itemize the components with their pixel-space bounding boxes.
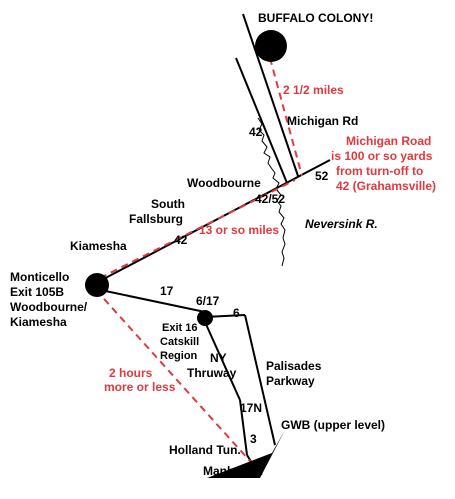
manhattan-label: Manhattan: [203, 464, 263, 478]
road-thruway: [204, 321, 241, 401]
palisades-label: Palisades: [266, 359, 322, 373]
south-label: South: [151, 197, 185, 211]
note-line-1: Michigan Road: [346, 134, 431, 148]
woodbourne-exit-label: Woodbourne/: [10, 300, 88, 314]
holland-tun-label: Holland Tun.: [169, 443, 241, 457]
distance-half-mile: 2 1/2 miles: [283, 83, 344, 97]
route-6-17-label: 6/17: [196, 294, 220, 308]
note-line-2: is 100 or so yards: [331, 149, 433, 163]
woodbourne-label: Woodbourne: [187, 176, 261, 190]
route-52-label: 52: [315, 169, 329, 183]
route-dashed: [95, 57, 303, 471]
route-segment-2hours: [95, 289, 259, 471]
road-palisades-pkwy: [244, 314, 276, 446]
exit-16-dot: [197, 310, 213, 326]
note-line-4: 42 (Grahamsville): [336, 179, 436, 193]
ny-label: NY: [210, 351, 227, 365]
route-17n-label: 17N: [240, 401, 262, 415]
road-42-north-b: [235, 57, 288, 184]
michigan-rd-label: Michigan Rd: [287, 114, 358, 128]
exit-16-label: Exit 16: [162, 322, 197, 334]
route-17-label: 17: [160, 284, 174, 298]
kiamesha-label: Kiamesha: [70, 239, 127, 253]
route-segment-13mi: [99, 179, 296, 279]
buffalo-colony-dot: [255, 30, 287, 62]
route-42-52-label: 42/52: [255, 192, 285, 206]
distance-2-hours: 2 hours: [109, 366, 153, 380]
neversink-label: Neversink R.: [305, 217, 378, 231]
road-42-north-a: [242, 13, 299, 177]
road-17: [95, 288, 206, 313]
route-42-lower-label: 42: [174, 233, 188, 247]
route-segment-colony: [269, 57, 303, 177]
distance-13-miles: 13 or so miles: [199, 223, 279, 237]
buffalo-colony-label: BUFFALO COLONY!: [258, 11, 373, 25]
thruway-label: Thruway: [187, 366, 237, 380]
manhattan-wedge: [207, 430, 285, 478]
route-6-label: 6: [233, 306, 240, 320]
catskill-label: Catskill: [160, 336, 199, 348]
exit-105b-label: Exit 105B: [10, 285, 64, 299]
note-line-3: from turn-off to: [336, 164, 423, 178]
region-label: Region: [160, 350, 198, 362]
road-17n: [239, 399, 248, 456]
gwb-label: GWB (upper level): [281, 418, 385, 432]
neversink-river: [257, 117, 286, 267]
kiamesha-exit-label: Kiamesha: [10, 315, 67, 329]
route-3-label: 3: [250, 432, 257, 446]
route-42-upper-label: 42: [249, 125, 263, 139]
fallsburg-label: Fallsburg: [129, 212, 183, 226]
distance-more-or-less: more or less: [104, 380, 176, 394]
monticello-label: Monticello: [10, 270, 69, 284]
parkway-label: Parkway: [266, 374, 315, 388]
monticello-dot: [85, 273, 109, 297]
